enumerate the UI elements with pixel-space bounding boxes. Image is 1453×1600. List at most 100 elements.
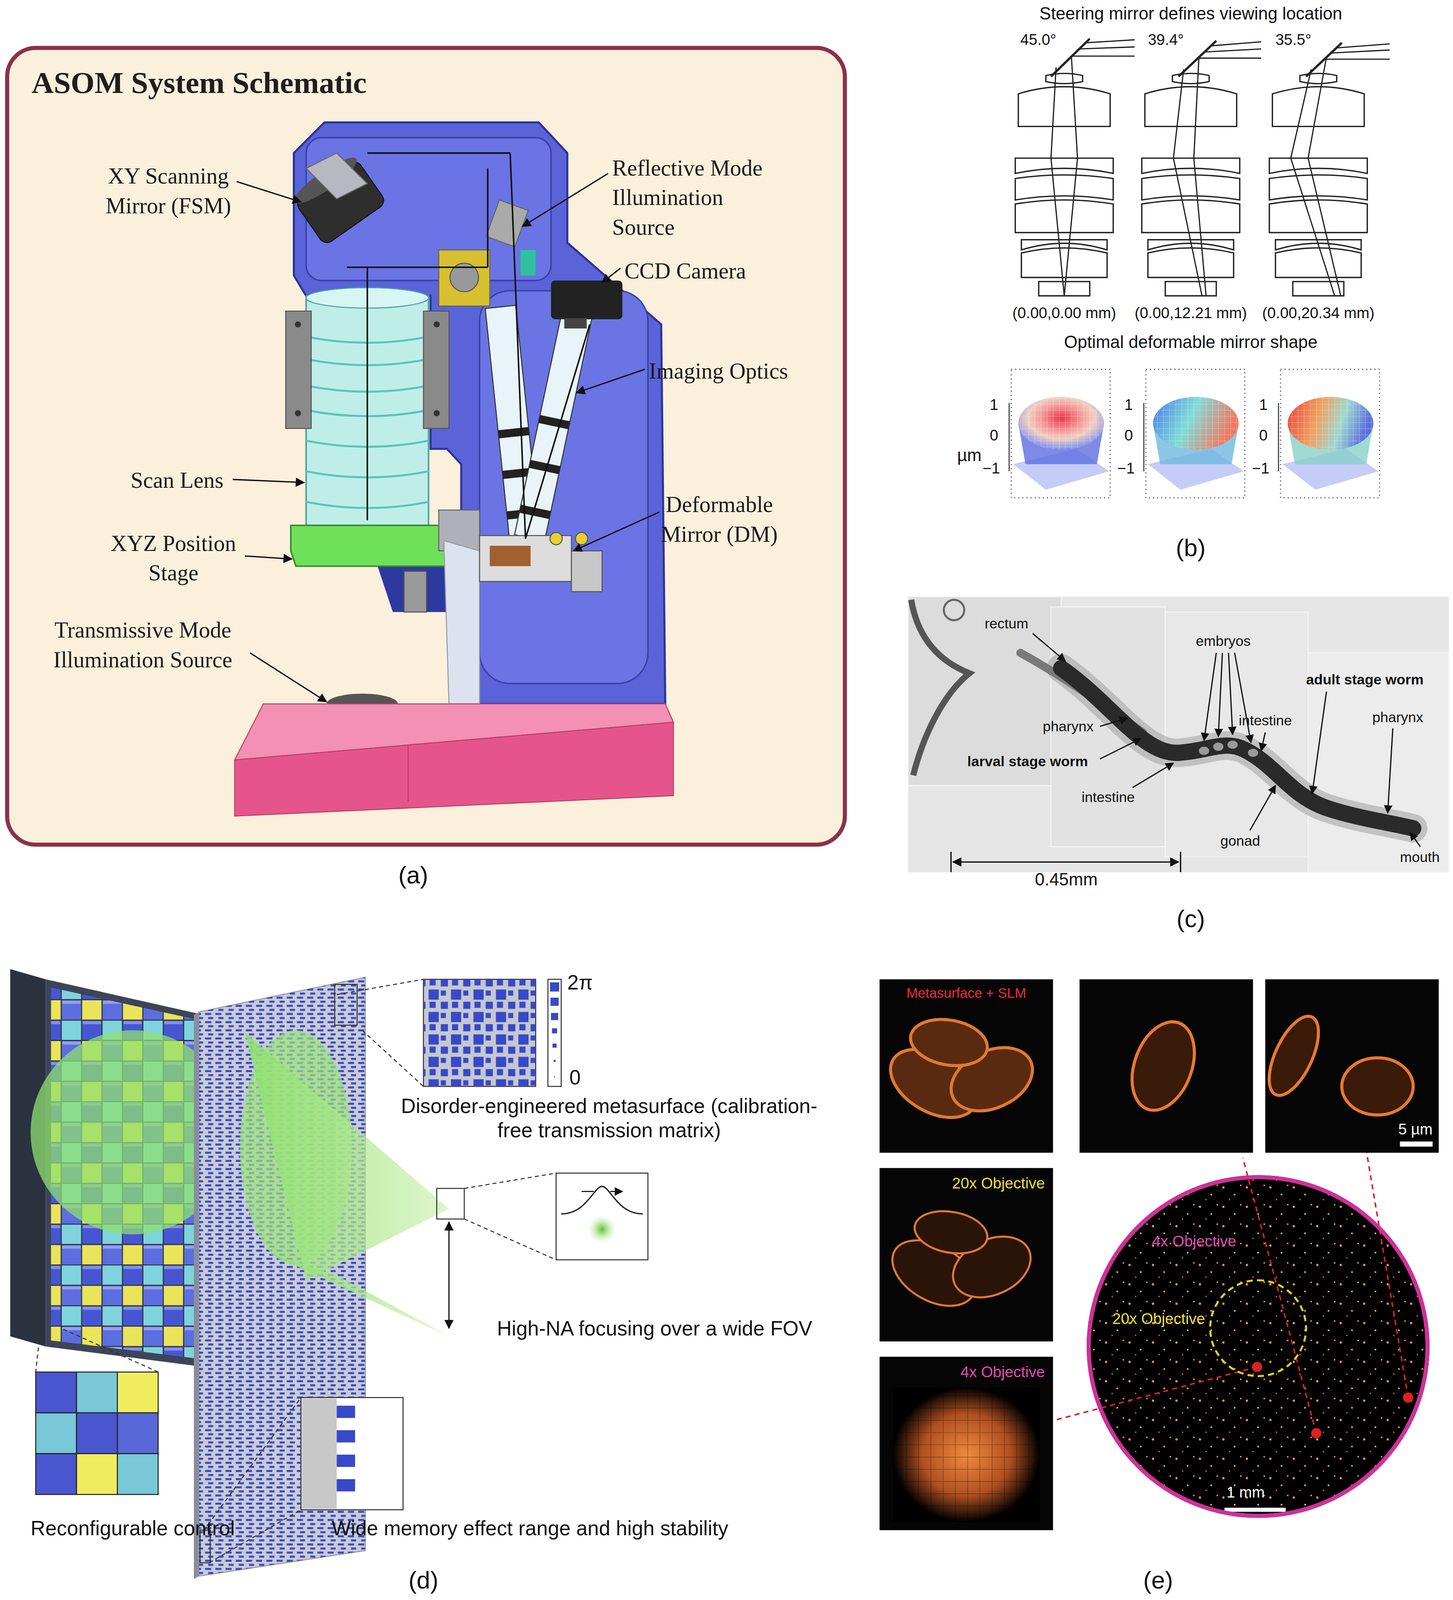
microscopy-images xyxy=(1341,1058,1414,1116)
lens-diagrams xyxy=(1305,42,1342,77)
microscopy-images xyxy=(1259,1009,1329,1103)
inset-caption: High-NA focusing over a wide FOV xyxy=(497,1316,813,1341)
scale-label: 1 mm xyxy=(1226,1483,1265,1502)
microscope-schematic xyxy=(433,410,440,416)
microscopy-images xyxy=(892,1387,1040,1523)
metasurface-illustration xyxy=(334,984,357,1026)
lens-diagrams xyxy=(1324,43,1390,60)
microscope-schematic xyxy=(326,704,399,745)
metasurface-illustration xyxy=(244,1032,449,1281)
microscopy-images xyxy=(1402,1392,1414,1403)
scale-label: 5 µm xyxy=(1398,1120,1433,1139)
worm-micrograph xyxy=(1227,740,1238,749)
surface-plot xyxy=(1143,402,1145,472)
microscope-schematic xyxy=(514,285,598,542)
scale-label: 0.45mm xyxy=(1035,869,1098,892)
metasurface-illustration xyxy=(547,979,562,1087)
microscope-schematic xyxy=(450,263,479,293)
part-label: Deformable Mirror (DM) xyxy=(657,489,781,550)
metasurface-illustration xyxy=(301,1397,404,1510)
surface-plot xyxy=(1282,448,1379,490)
microscopy-images xyxy=(1120,1013,1206,1119)
metasurface-illustration xyxy=(561,1186,643,1215)
part-label: Reflective Mode Illumination Source xyxy=(612,152,791,242)
axis-tick: 1 xyxy=(1259,395,1268,415)
surface-plot xyxy=(1018,423,1105,465)
microscope-schematic xyxy=(485,305,542,553)
surface-plot xyxy=(1153,423,1239,465)
metasurface-illustration xyxy=(35,1372,159,1495)
microscope-schematic xyxy=(294,158,387,246)
microscopy-images xyxy=(1079,979,1254,1154)
part-label: Imaging Optics xyxy=(648,355,788,386)
metasurface-illustration xyxy=(199,977,366,1577)
microscope-schematic xyxy=(294,410,301,416)
anatomy-label: larval stage worm xyxy=(967,752,1089,771)
anatomy-label: mouth xyxy=(1399,849,1440,867)
microscopy-images xyxy=(943,1224,1041,1310)
metasurface-illustration xyxy=(423,979,536,1087)
surface-plot xyxy=(1143,369,1245,499)
leader-line xyxy=(232,479,305,483)
leader-line xyxy=(1387,728,1394,814)
surface-plot xyxy=(1153,396,1239,451)
axis-unit: µm xyxy=(957,444,982,467)
leader-line xyxy=(1203,653,1217,742)
microscopy-images xyxy=(1242,1158,1317,1434)
leader-line xyxy=(244,556,292,560)
microscope-schematic xyxy=(538,415,571,430)
metasurface-illustration xyxy=(30,1030,235,1235)
metasurface-illustration xyxy=(587,1215,617,1245)
metasurface-illustration xyxy=(336,979,424,995)
metasurface-illustration xyxy=(35,1454,77,1496)
metasurface-illustration xyxy=(35,1413,77,1455)
metasurface-illustration xyxy=(117,1413,159,1455)
axis-tick: 0 xyxy=(989,426,999,446)
part-label: Scan Lens xyxy=(130,465,224,495)
worm-micrograph xyxy=(908,596,1450,873)
microscopy-images xyxy=(879,979,1054,1154)
microscope-schematic xyxy=(5,46,848,848)
metasurface-illustration xyxy=(551,1013,559,1021)
metasurface-illustration xyxy=(336,1454,355,1468)
axis-tick: −1 xyxy=(1251,459,1270,479)
microscope-schematic xyxy=(305,287,429,308)
lens-diagrams xyxy=(1269,73,1368,297)
image-caption: 4x Objective xyxy=(960,1363,1045,1382)
anatomy-label: pharynx xyxy=(1042,718,1094,737)
microscope-schematic xyxy=(489,545,531,567)
metasurface-illustration xyxy=(199,977,366,1577)
surface-plot xyxy=(1009,369,1380,499)
metasurface-illustration xyxy=(46,979,205,1368)
panel-letter: (a) xyxy=(398,860,428,891)
surface-plot xyxy=(1287,423,1374,465)
worm-micrograph xyxy=(1247,748,1259,758)
panel-title: ASOM System Schematic xyxy=(31,64,367,101)
worm-micrograph xyxy=(1199,746,1210,756)
microscope-schematic xyxy=(551,280,623,320)
part-label: CCD Camera xyxy=(624,256,747,286)
metasurface-illustration xyxy=(193,1012,200,1580)
inset-caption: Disorder-engineered metasurface (calibra… xyxy=(400,1093,819,1143)
surface-plot xyxy=(1287,396,1374,451)
leader-line xyxy=(522,173,609,227)
coordinate-label: (0.00,12.21 mm) xyxy=(1134,303,1248,324)
colorbar-tick: 0 xyxy=(569,1065,581,1090)
metasurface-illustration xyxy=(553,1060,556,1063)
microscope-schematic xyxy=(289,151,362,210)
leader-line xyxy=(1218,653,1223,738)
dashed-connector xyxy=(1366,1153,1409,1398)
plot-heading: Optimal deformable mirror shape xyxy=(1064,331,1318,354)
metasurface-illustration xyxy=(552,1043,557,1048)
axis-tick: 0 xyxy=(1259,426,1268,446)
image-tile: Metasurface + SLM xyxy=(879,979,1054,1154)
microscope-schematic xyxy=(290,525,458,567)
lens-diagrams xyxy=(1050,38,1090,77)
metasurface-illustration xyxy=(239,1030,353,1266)
leader-line xyxy=(573,512,660,552)
worm-micrograph xyxy=(908,596,1450,873)
leader-line xyxy=(1249,785,1276,831)
panel-letter: (e) xyxy=(1143,1565,1173,1596)
lens-diagrams xyxy=(1015,73,1114,297)
metasurface-illustration xyxy=(76,1372,118,1414)
